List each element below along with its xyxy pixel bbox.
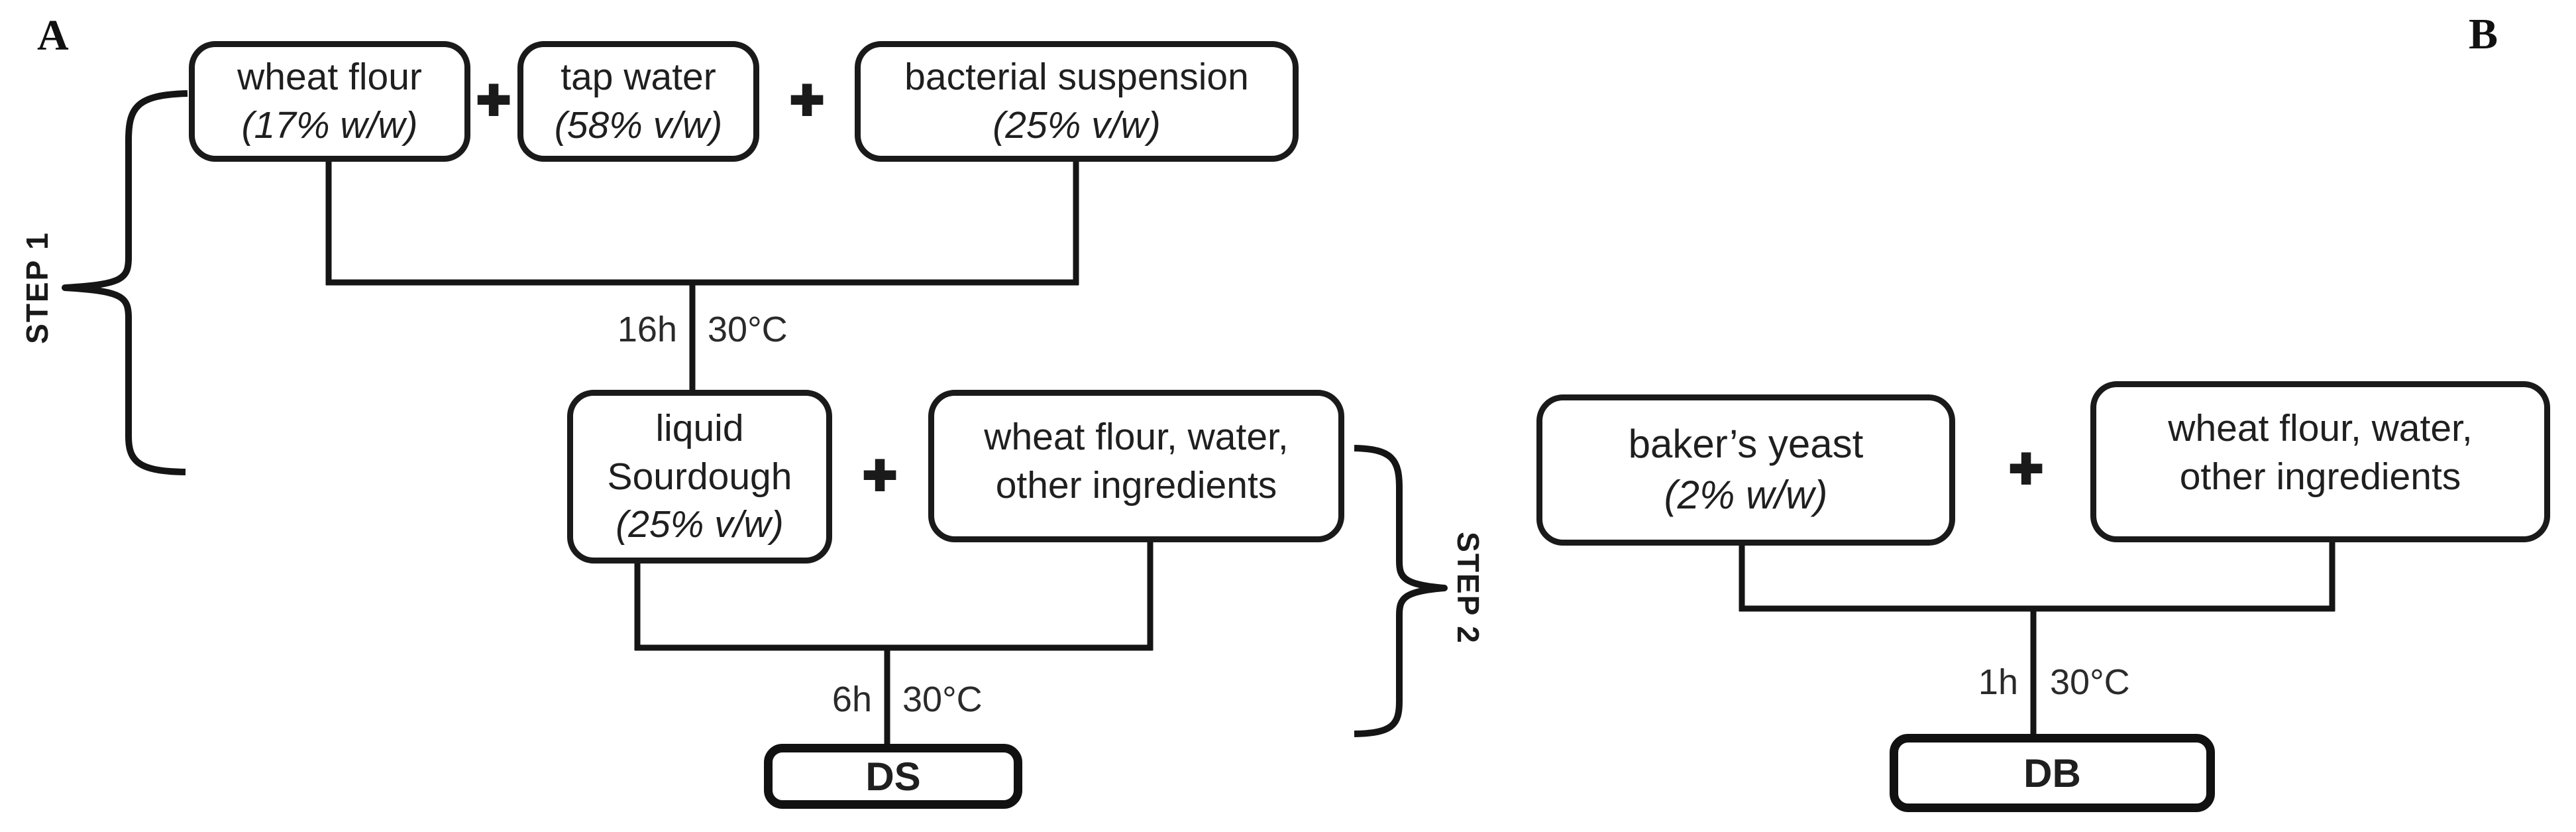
box-tap-water-line2: (58% v/w) bbox=[554, 104, 723, 147]
box-bakers-yeast: baker’s yeast (2% w/w) bbox=[1536, 394, 1955, 546]
box-wheat-flour-line2: (17% w/w) bbox=[241, 104, 418, 147]
box-tap-water: tap water (58% v/w) bbox=[517, 41, 759, 162]
ferment1-temp: 30°C bbox=[708, 310, 788, 349]
step1-label: STEP 1 bbox=[20, 231, 54, 344]
box-bacterial-suspension-line2: (25% v/w) bbox=[993, 104, 1161, 147]
result-box-db: DB bbox=[1890, 734, 2215, 812]
box-bakers-yeast-line2: (2% w/w) bbox=[1664, 473, 1828, 517]
ferment-b-temp: 30°C bbox=[2050, 662, 2130, 702]
panel-b-label: B bbox=[2469, 10, 2498, 58]
plus-icon: ✚ bbox=[789, 77, 825, 125]
step2-brace bbox=[1354, 445, 1448, 737]
box-tap-water-line1: tap water bbox=[561, 56, 716, 99]
box-ingredients-b-line2: other ingredients bbox=[2179, 455, 2461, 498]
panel-a-label: A bbox=[37, 11, 69, 60]
ferment2-temp: 30°C bbox=[902, 680, 983, 719]
step1-brace bbox=[62, 90, 188, 475]
step2-label: STEP 2 bbox=[1451, 532, 1485, 644]
box-liquid-sourdough-line2: Sourdough bbox=[607, 455, 792, 498]
result-box-ds: DS bbox=[764, 744, 1022, 809]
ferment-b-time: 1h bbox=[1978, 662, 2018, 702]
box-bacterial-suspension: bacterial suspension (25% v/w) bbox=[855, 41, 1299, 162]
box-liquid-sourdough-line1: liquid bbox=[655, 406, 744, 449]
box-liquid-sourdough-line3: (25% v/w) bbox=[616, 503, 784, 546]
box-ingredients-a-line2: other ingredients bbox=[995, 463, 1277, 506]
box-liquid-sourdough: liquid Sourdough (25% v/w) bbox=[567, 390, 832, 564]
ferment2-time: 6h bbox=[832, 680, 872, 719]
box-wheat-flour-line1: wheat flour bbox=[237, 56, 422, 99]
plus-icon: ✚ bbox=[476, 77, 511, 125]
box-wheat-flour: wheat flour (17% w/w) bbox=[189, 41, 470, 162]
box-ingredients-a-line1: wheat flour, water, bbox=[984, 416, 1289, 458]
ferment1-time: 16h bbox=[617, 310, 677, 349]
box-ingredients-b-line1: wheat flour, water, bbox=[2168, 407, 2473, 449]
plus-icon: ✚ bbox=[2008, 446, 2044, 493]
plus-icon: ✚ bbox=[862, 452, 898, 500]
box-bakers-yeast-line1: baker’s yeast bbox=[1628, 422, 1864, 467]
box-ingredients-b: wheat flour, water, other ingredients bbox=[2090, 381, 2550, 542]
box-ingredients-a: wheat flour, water, other ingredients bbox=[928, 390, 1344, 542]
box-bacterial-suspension-line1: bacterial suspension bbox=[904, 56, 1249, 99]
